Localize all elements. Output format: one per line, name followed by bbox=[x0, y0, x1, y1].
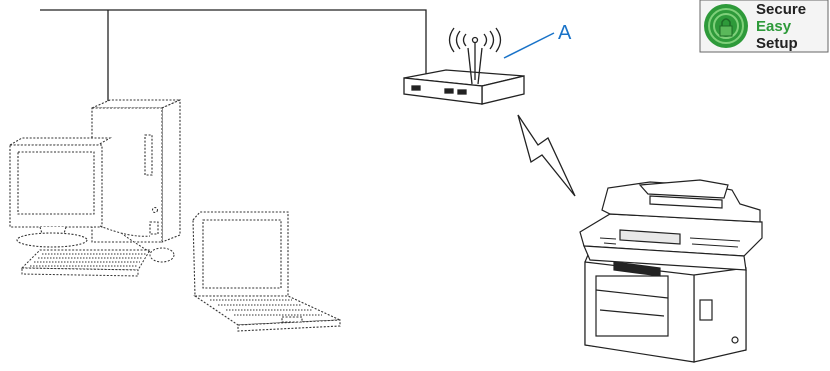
radio-waves-icon bbox=[448, 27, 502, 53]
desktop-keyboard bbox=[20, 249, 151, 277]
logo-line-setup: Setup bbox=[756, 35, 798, 52]
callout-a: A bbox=[503, 22, 572, 59]
wireless-link-icon bbox=[517, 114, 576, 197]
logo-line-secure: Secure bbox=[756, 1, 806, 18]
printer bbox=[579, 179, 763, 363]
desktop-tower bbox=[91, 99, 181, 243]
lock-signal-icon bbox=[704, 4, 748, 48]
callout-label: A bbox=[558, 22, 572, 44]
desktop-monitor bbox=[7, 137, 113, 248]
access-point bbox=[403, 36, 525, 105]
secure-easy-setup-logo: Secure Easy Setup bbox=[699, 0, 829, 53]
network-cable bbox=[40, 9, 427, 110]
desktop-mouse bbox=[99, 225, 175, 263]
logo-line-easy: Easy bbox=[756, 18, 792, 35]
laptop bbox=[192, 211, 341, 332]
